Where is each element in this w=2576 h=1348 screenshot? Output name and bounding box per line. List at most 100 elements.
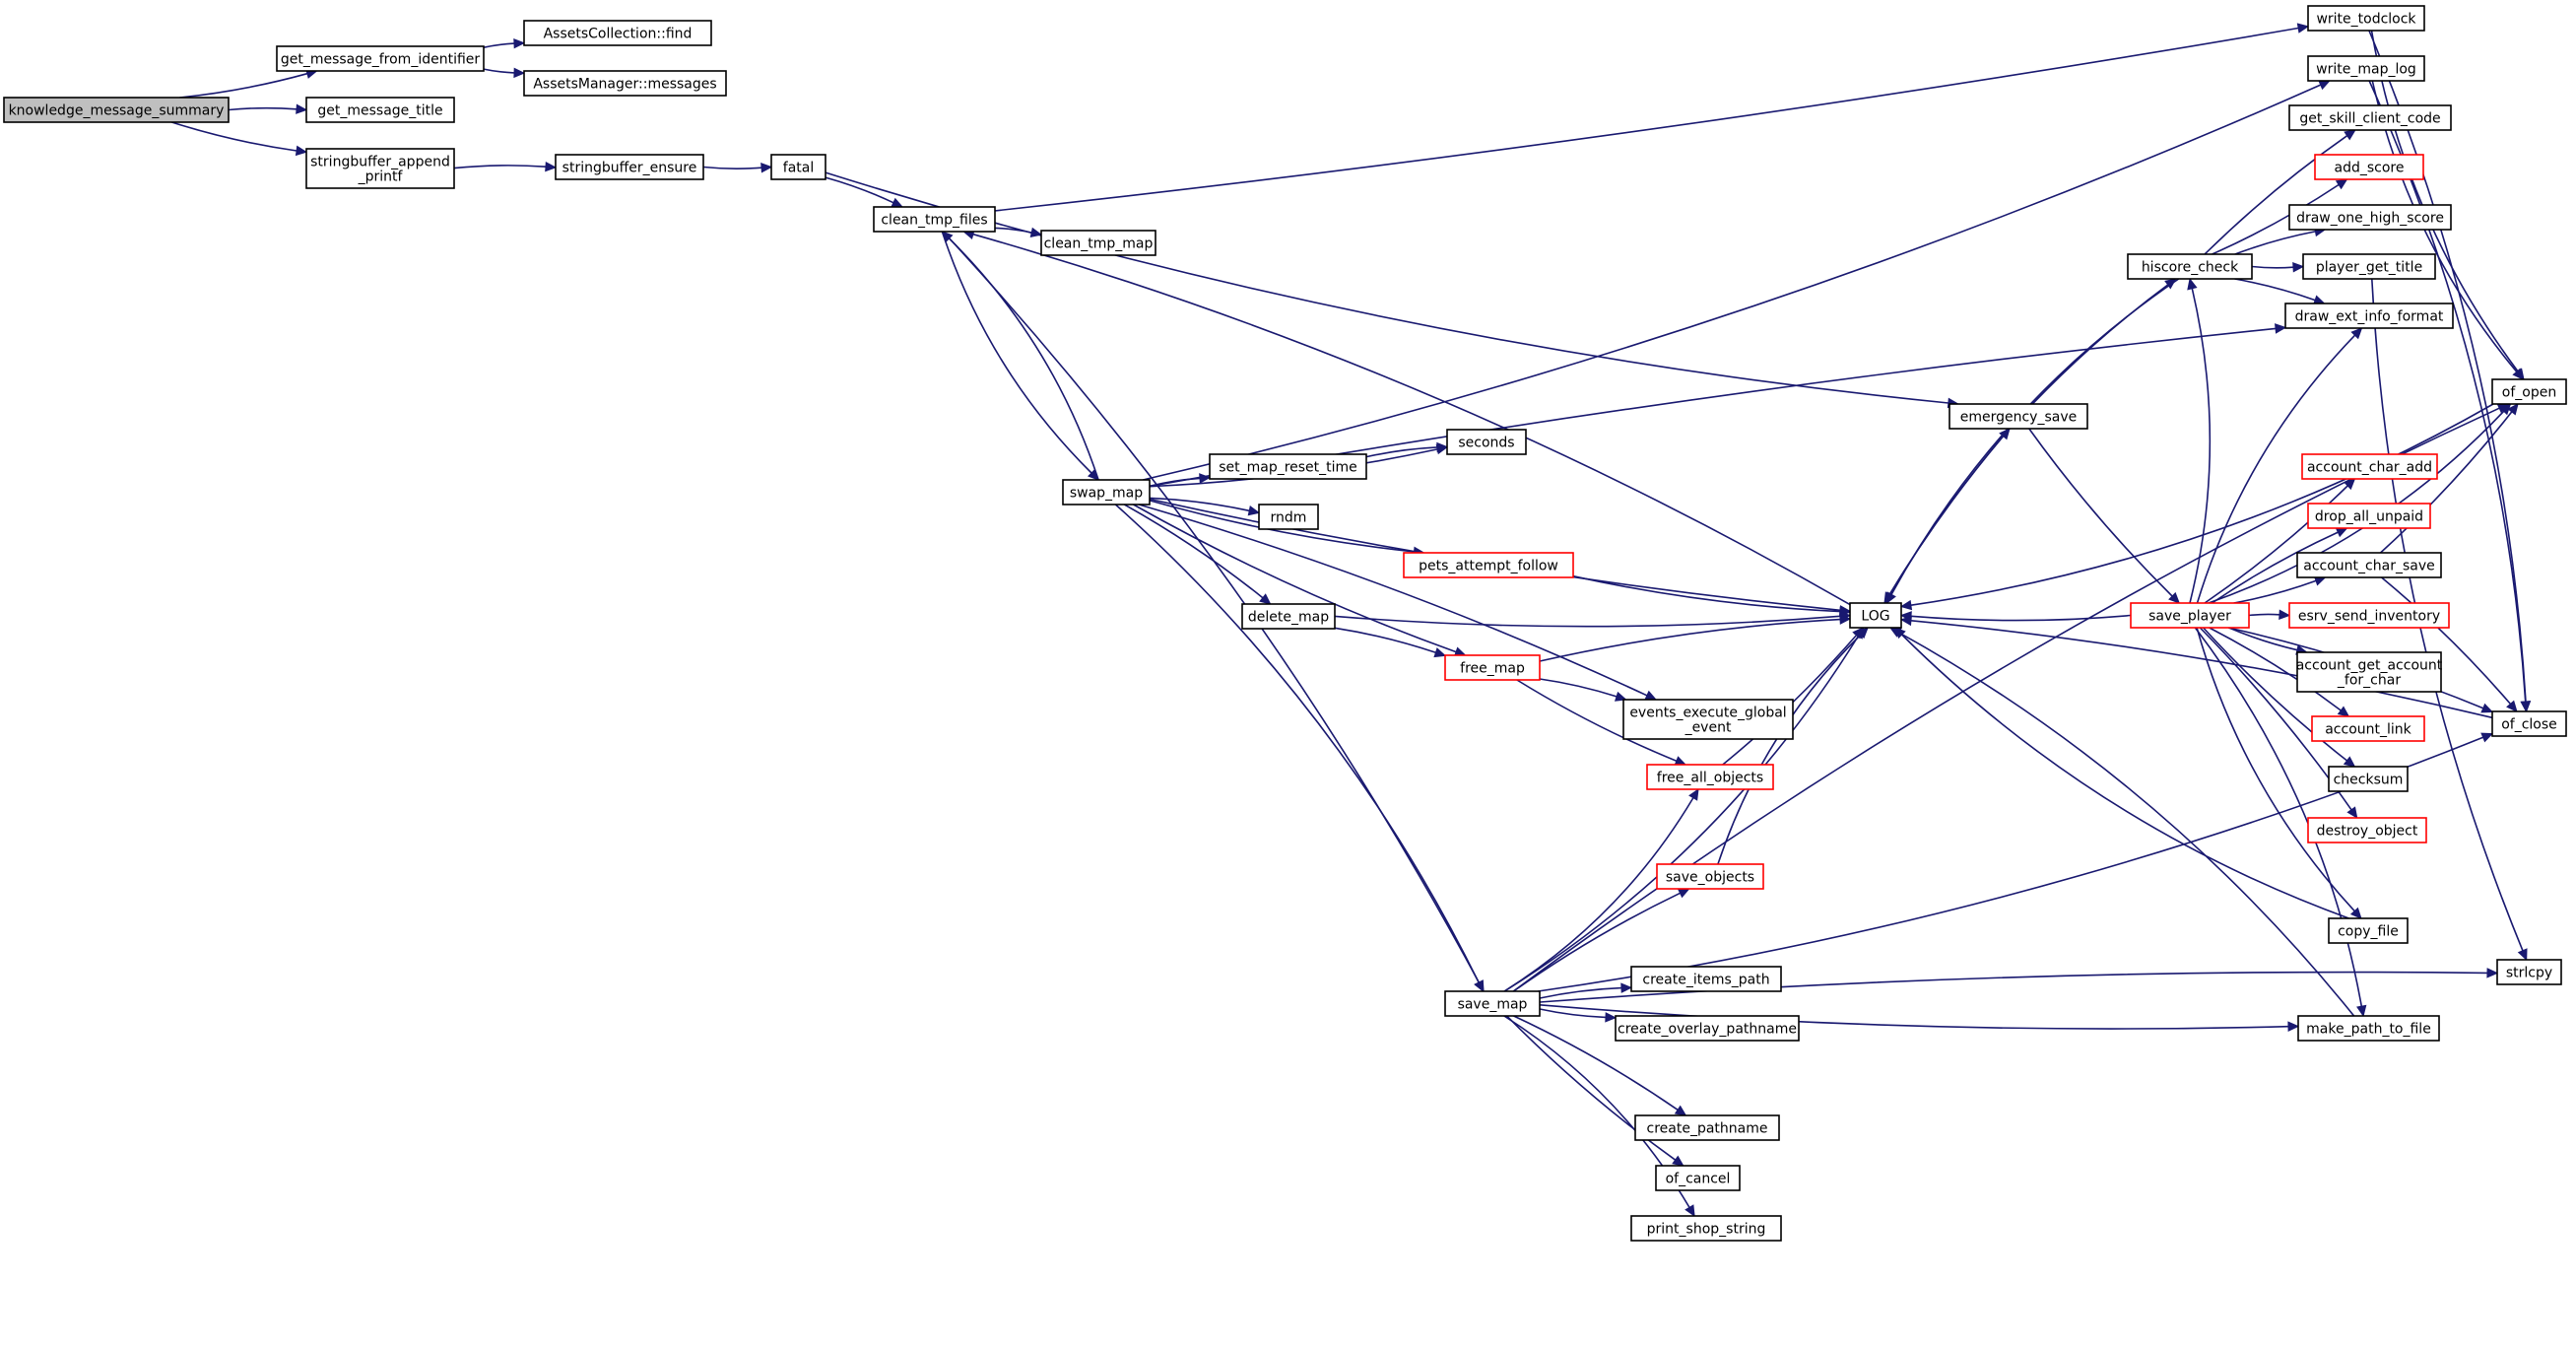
node-get-message-from-identifier[interactable]: get_message_from_identifier [276, 45, 485, 72]
node-label: fatal [783, 161, 814, 176]
node-clean-tmp-files[interactable]: clean_tmp_files [873, 206, 996, 233]
node-make-path-to-file[interactable]: make_path_to_file [2297, 1015, 2440, 1042]
node-label: of_cancel [1666, 1172, 1731, 1187]
node-save-player[interactable]: save_player [2130, 602, 2250, 629]
edge-line [1503, 636, 1860, 992]
node-free-all-objects[interactable]: free_all_objects [1646, 764, 1774, 790]
edge-save_player-to-LOG [1899, 611, 2132, 622]
edge-arrowhead [2344, 129, 2356, 141]
edge-save_map-to-of_cancel [1506, 1015, 1684, 1167]
node-draw-ext-info-format[interactable]: draw_ext_info_format [2284, 303, 2454, 329]
node-pets-attempt-follow[interactable]: pets_attempt_follow [1403, 552, 1574, 578]
node-write-todclock[interactable]: write_todclock [2307, 5, 2425, 32]
edge-save_map-to-of_open [1512, 403, 2510, 992]
edge-clean_tmp_files-to-swap_map [941, 231, 1099, 481]
edge-arrowhead [2506, 700, 2518, 712]
node-box [2130, 602, 2250, 629]
node-of-open[interactable]: of_open [2491, 378, 2567, 405]
edge-hiscore_check-to-add_score [2212, 178, 2348, 255]
node-label: of_close [2501, 717, 2557, 733]
node-save-map[interactable]: save_map [1444, 990, 1541, 1017]
node-AssetsCollection-find[interactable]: AssetsCollection::find [523, 20, 712, 46]
node-account-char-add[interactable]: account_char_add [2301, 453, 2438, 480]
node-free-map[interactable]: free_map [1444, 654, 1541, 681]
node-fatal[interactable]: fatal [770, 154, 826, 180]
edge-save_map-to-free_all_objects [1503, 787, 1699, 992]
node-player-get-title[interactable]: player_get_title [2302, 253, 2436, 280]
node-clean-tmp-map[interactable]: clean_tmp_map [1040, 230, 1156, 256]
edge-stringbuffer_ensure-to-fatal [702, 162, 773, 173]
node-create-pathname[interactable]: create_pathname [1634, 1114, 1780, 1141]
edge-arrowhead [2337, 706, 2350, 717]
edge-arrowhead [2296, 23, 2310, 34]
node-set-map-reset-time[interactable]: set_map_reset_time [1209, 453, 1367, 480]
node-box [1646, 764, 1774, 790]
node-destroy-object[interactable]: destroy_object [2307, 817, 2427, 843]
edge-arrowhead [1674, 756, 1687, 766]
node-of-close[interactable]: of_close [2491, 710, 2567, 737]
node-box [1656, 863, 1764, 890]
edge-swap_map-to-delete_map [1124, 504, 1272, 605]
node-LOG[interactable]: LOG [1849, 602, 1902, 629]
node-box [1258, 504, 1319, 530]
node-write-map-log[interactable]: write_map_log [2307, 55, 2425, 82]
node-label: strlcpy [2506, 966, 2552, 981]
node-label: write_todclock [2316, 12, 2416, 28]
node-stringbuffer-append-printf[interactable]: stringbuffer_append_printf [305, 148, 455, 189]
node-seconds[interactable]: seconds [1446, 429, 1527, 455]
node-account-link[interactable]: account_link [2311, 715, 2425, 742]
node-label: LOG [1861, 609, 1889, 625]
node-swap-map[interactable]: swap_map [1062, 479, 1151, 506]
node-copy-file[interactable]: copy_file [2328, 917, 2409, 944]
node-of-cancel[interactable]: of_cancel [1655, 1165, 1741, 1191]
node-create-items-path[interactable]: create_items_path [1630, 966, 1782, 992]
node-AssetsManager-messages[interactable]: AssetsManager::messages [523, 70, 727, 97]
edge-arrowhead [1605, 1012, 1618, 1023]
node-esrv-send-inventory[interactable]: esrv_send_inventory [2288, 602, 2450, 629]
edge-line [2203, 627, 2347, 762]
node-label: emergency_save [1960, 410, 2078, 426]
edge-arrowhead [2512, 368, 2524, 380]
edge-hiscore_check-to-draw_one_high_score [2234, 226, 2327, 255]
edge-line [2196, 627, 2355, 912]
edge-line [1717, 634, 1862, 865]
node-checksum[interactable]: checksum [2328, 766, 2409, 792]
edge-arrowhead [513, 37, 526, 49]
node-save-objects[interactable]: save_objects [1656, 863, 1764, 890]
node-hiscore-check[interactable]: hiscore_check [2127, 253, 2253, 280]
node-strlcpy[interactable]: strlcpy [2496, 959, 2562, 985]
edge-LOG-to-clean_tmp_files [962, 229, 1851, 606]
node-print-shop-string[interactable]: print_shop_string [1630, 1215, 1782, 1242]
edge-account_char_save-to-of_open [2379, 403, 2519, 554]
node-label: AssetsManager::messages [533, 77, 716, 93]
node-delete-map[interactable]: delete_map [1241, 603, 1336, 630]
node-get-message-title[interactable]: get_message_title [305, 97, 455, 123]
node-emergency-save[interactable]: emergency_save [1949, 403, 2088, 430]
edge-save_player-to-account_link [2209, 627, 2350, 717]
edge-arrowhead [1029, 227, 1043, 238]
edge-save_player-to-checksum [2203, 627, 2356, 768]
node-label: save_player [2148, 609, 2231, 625]
node-label: AssetsCollection::find [544, 27, 693, 42]
edge-line [1149, 500, 1415, 553]
edge-arrowhead [2486, 968, 2499, 978]
node-add-score[interactable]: add_score [2314, 154, 2424, 180]
edge-line [1910, 403, 2494, 606]
node-events-execute-global-event[interactable]: events_execute_global_event [1622, 699, 1794, 740]
node-box [1209, 453, 1367, 480]
node-drop-all-unpaid[interactable]: drop_all_unpaid [2307, 503, 2431, 529]
node-box [305, 97, 455, 123]
node-draw-one-high-score[interactable]: draw_one_high_score [2288, 204, 2452, 231]
node-account-get-account-for-char[interactable]: account_get_account_for_char [2296, 651, 2443, 693]
edge-line [2234, 231, 2316, 255]
edge-line [1143, 84, 2322, 481]
edge-line [1898, 632, 2355, 1017]
edge-line [483, 68, 515, 74]
node-account-char-save[interactable]: account_char_save [2296, 552, 2442, 578]
node-stringbuffer-ensure[interactable]: stringbuffer_ensure [555, 154, 704, 180]
edge-line [825, 176, 894, 204]
edge-arrowhead [1674, 1105, 1687, 1116]
node-create-overlay-pathname[interactable]: create_overlay_pathname [1615, 1015, 1800, 1042]
node-rndm[interactable]: rndm [1258, 504, 1319, 530]
node-get-skill-client-code[interactable]: get_skill_client_code [2288, 104, 2452, 131]
